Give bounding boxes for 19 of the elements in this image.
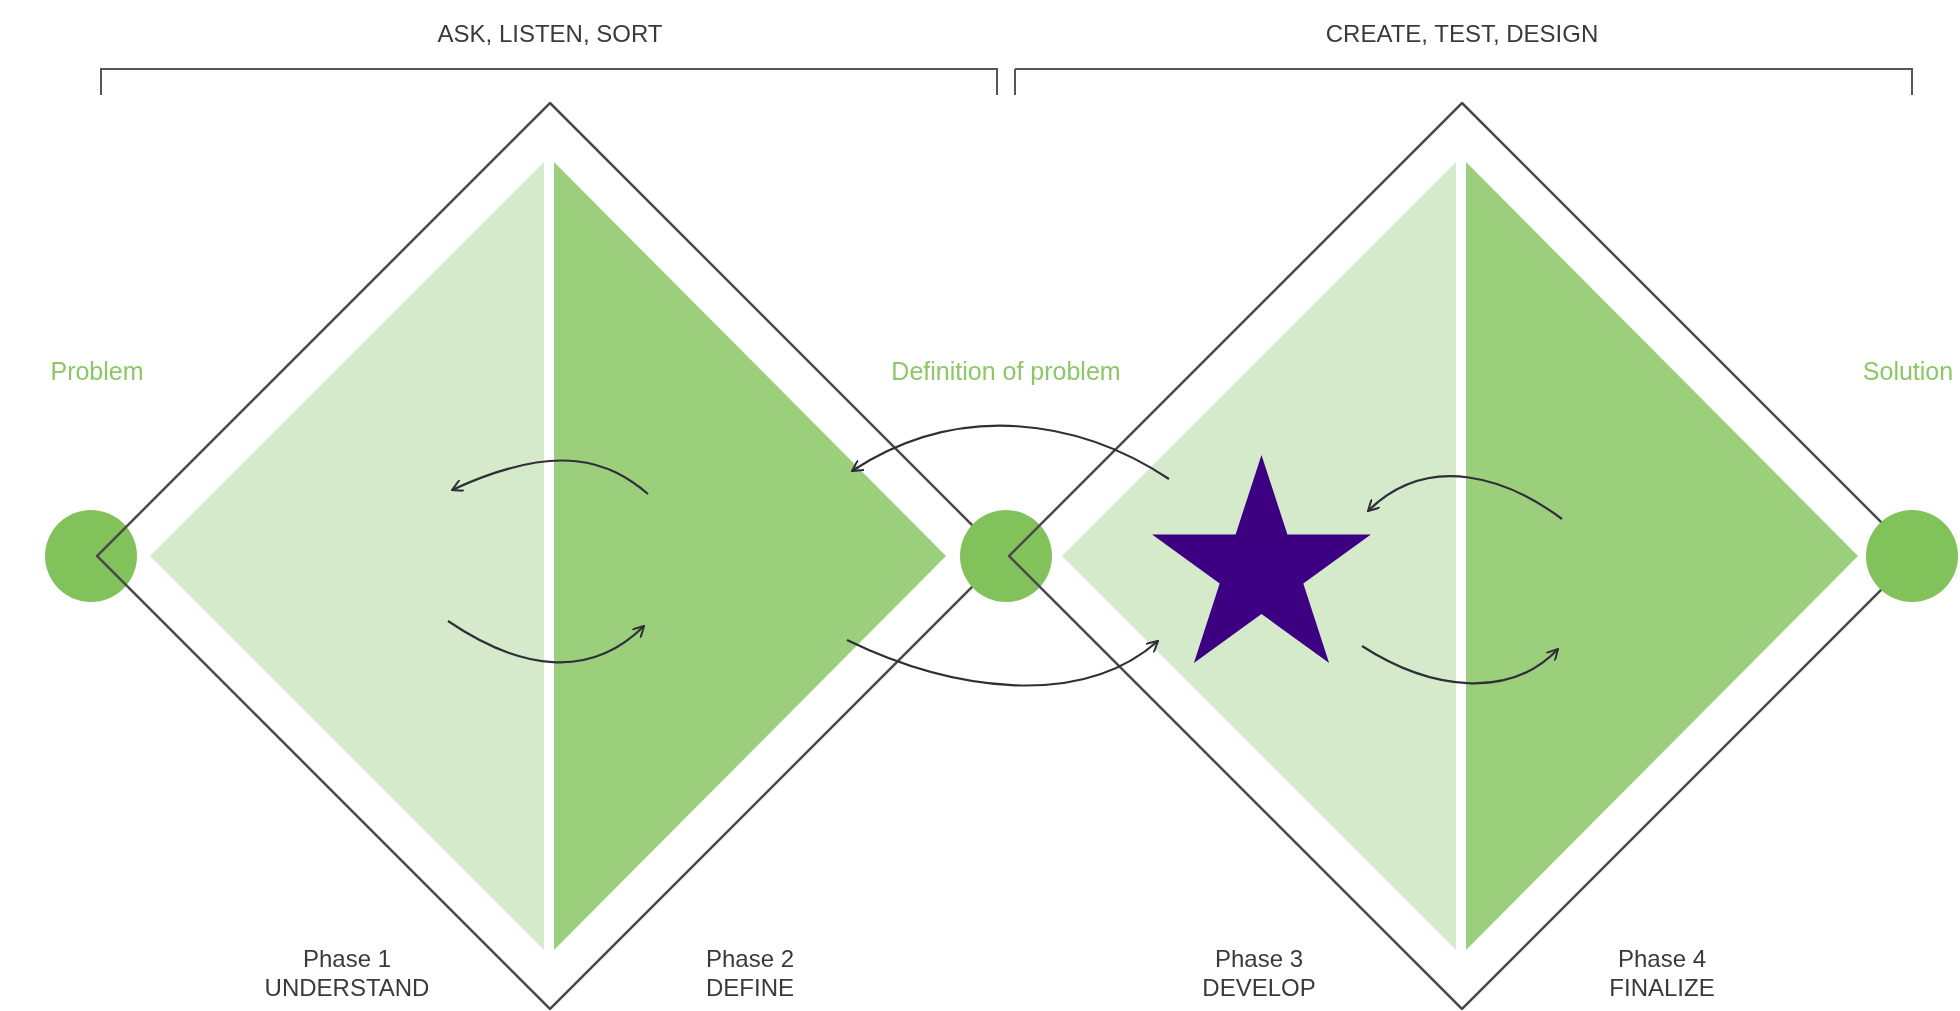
phase-label: DEVELOP	[1202, 973, 1316, 1002]
phase-label: Phase 1	[302, 944, 392, 973]
stage-label: Solution	[1862, 356, 1954, 387]
phase-label: DEFINE	[706, 973, 794, 1002]
stage-label: ASK, LISTEN, SORT	[437, 19, 663, 49]
curved-arrow	[846, 639, 1159, 687]
phase-label: FINALIZE	[1609, 973, 1715, 1002]
stage-label: Problem	[50, 356, 144, 387]
stage-label: Definition of problem	[891, 356, 1121, 387]
phase-label: Phase 4	[1617, 944, 1707, 973]
curved-arrow	[1367, 475, 1563, 520]
curved-arrow	[451, 459, 649, 495]
curved-arrow	[851, 424, 1170, 480]
curved-arrow	[447, 620, 645, 664]
curved-arrow	[1361, 645, 1559, 685]
phase-label: UNDERSTAND	[264, 973, 430, 1002]
stage-label: CREATE, TEST, DESIGN	[1325, 19, 1599, 49]
phase-label: Phase 3	[1214, 944, 1304, 973]
phase-label: Phase 2	[705, 944, 795, 973]
